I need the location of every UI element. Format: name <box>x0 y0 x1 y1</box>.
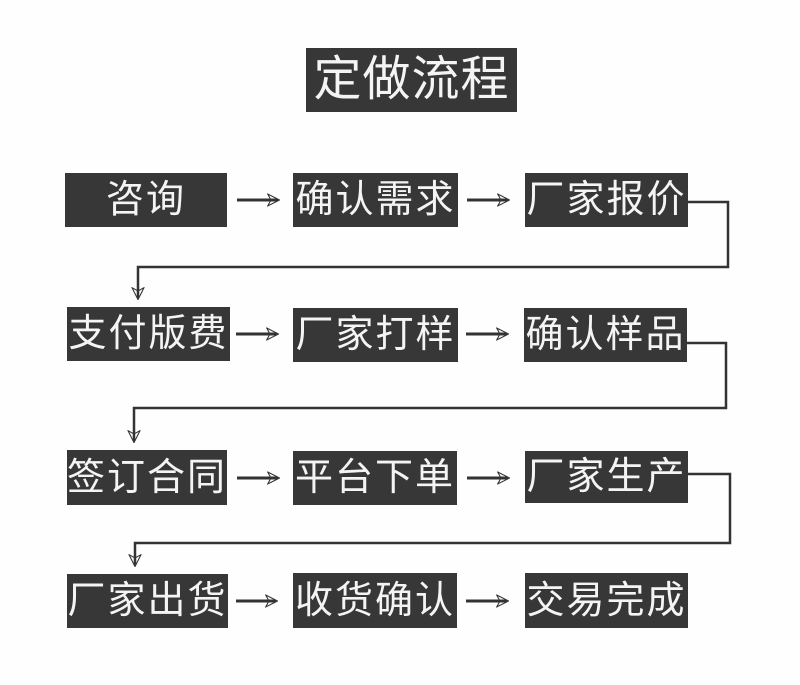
step-confirm-sample: 确认样品 <box>524 308 687 362</box>
step-pay-plate-fee: 支付版费 <box>67 307 230 361</box>
step-platform-order: 平台下单 <box>293 451 457 505</box>
step-transaction-complete: 交易完成 <box>525 573 688 628</box>
diagram-title: 定做流程 <box>306 48 517 112</box>
step-manufacturer-shipment: 厂家出货 <box>67 574 228 628</box>
step-sign-contract: 签订合同 <box>67 450 227 505</box>
step-receipt-confirmation: 收货确认 <box>293 573 457 628</box>
step-manufacturer-production: 厂家生产 <box>525 451 688 503</box>
step-consultation: 咨询 <box>65 173 227 227</box>
step-manufacturer-sampling: 厂家打样 <box>293 308 458 362</box>
step-manufacturer-quote: 厂家报价 <box>525 173 688 227</box>
step-confirm-requirements: 确认需求 <box>293 173 458 227</box>
